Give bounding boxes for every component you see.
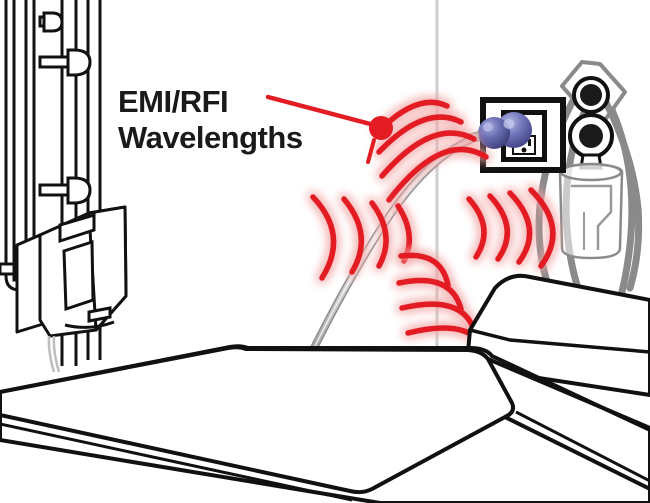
pole-clamp-knob-lower	[38, 176, 92, 205]
callout-label-line-2: Wavelengths	[118, 120, 303, 155]
pole-clamp-knob-upper	[38, 48, 92, 77]
iv-bag-port-upper	[572, 76, 610, 114]
drip-chamber	[558, 162, 624, 260]
iv-bag-port-lower	[568, 113, 614, 159]
callout-leader-line	[265, 94, 381, 164]
pump-indicator-strip	[64, 306, 115, 329]
bed-frame	[487, 357, 650, 491]
mattress-top-panel	[0, 345, 516, 495]
emi-source-marker-dot	[369, 116, 393, 140]
power-plug[interactable]	[463, 112, 532, 149]
pole-clamp-knob-top	[38, 11, 64, 33]
wave-group-center-bottom	[394, 250, 491, 357]
callout-label-line-1: EMI/RFI	[118, 84, 229, 119]
wave-group-top	[374, 97, 491, 205]
callout-label: EMI/RFI Wavelengths	[118, 84, 303, 156]
pump-control-panel	[62, 239, 95, 312]
pump-power-cable	[47, 335, 61, 373]
pump-display-screen	[58, 212, 96, 244]
wave-group-right	[464, 185, 558, 271]
mattress-edge-seam	[0, 410, 650, 502]
